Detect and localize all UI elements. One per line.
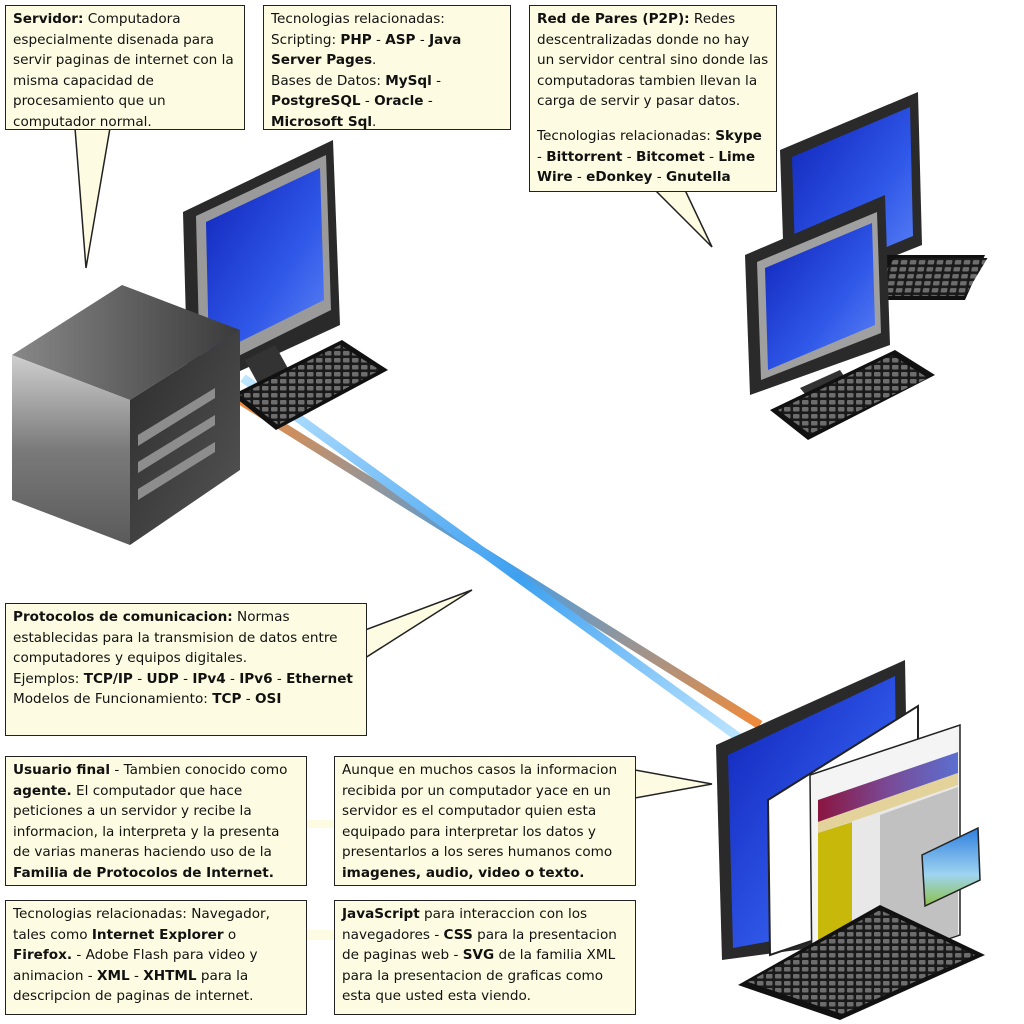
js-text-1: para interaccion con los navegadores - [342,906,588,943]
sep: - [622,148,636,165]
client-tech-text-1: Tecnologias relacionadas: Navegador, tal… [13,906,270,943]
tech-ie: Internet Explorer [91,926,224,943]
tech-xhtml: XHTML [143,967,197,984]
server-client-line-blue [240,374,748,746]
sep: - [241,691,255,708]
p2p-computers-icon [745,92,988,440]
tech-php: PHP [340,31,372,48]
p2p-title: Red de Pares (P2P): [537,11,690,27]
p2p-callout: Red de Pares (P2P): Redes descentralizad… [529,5,777,192]
models-label: Modelos de Funcionamiento: [13,691,213,708]
sep: - [415,31,430,48]
usuario-familia: Familia de Protocolos de Internet. [13,864,274,881]
tech-oracle: Oracle [374,93,424,110]
sep: - [704,148,719,165]
client-computer-icon [716,660,985,1020]
tech-bitcomet: Bitcomet [635,148,705,165]
sep: - [272,670,287,687]
aunque-media: imagenes, audio, video o texto. [342,864,585,881]
servidor-title: Servidor: [13,11,84,27]
tech-asp: ASP [385,31,416,48]
tech-bittorrent: Bittorrent [546,148,623,165]
sep: - [652,169,666,186]
connection-lines [237,374,828,746]
server-computer-icon [12,140,388,545]
tech-xml: XML [97,967,130,984]
tech-skype: Skype [715,127,762,144]
protocolos-text: Normas establecidas para la transmision … [13,609,338,667]
sep: - [129,967,144,984]
sep: - [360,93,375,110]
sep: - [132,670,147,687]
sep: - [178,670,193,687]
server-tech-intro: Tecnologias relacionadas: [271,11,445,27]
p2p-tech-label: Tecnologias relacionadas: [537,127,716,144]
or-text: o [223,926,237,943]
usuario-agente: agente. [13,782,72,799]
proto-tcpip: TCP/IP [83,670,133,687]
tech-css: CSS [443,926,473,943]
proto-udp: UDP [146,670,179,687]
tech-gnutella: Gnutella [665,169,731,186]
examples-label: Ejemplos: [13,670,84,687]
db-label: Bases de Datos: [271,72,386,89]
model-tcp: TCP [212,691,242,708]
usuario-title: Usuario final [13,762,111,778]
proto-ethernet: Ethernet [286,670,353,687]
sep: - [537,148,547,165]
proto-ipv4: IPv4 [192,670,226,687]
js-text-3: de la familia XML para la presentacion d… [342,947,616,1005]
client-tech-text-3: para la descripcion de paginas de intern… [13,967,254,1005]
protocolos-callout: Protocolos de comunicacion: Normas estab… [5,603,367,736]
client-tech-text-2: - Adobe Flash para video y animacion - [13,947,258,984]
sep: - [423,93,433,110]
tech-limewire: Lime Wire [537,148,756,186]
scripting-label: Scripting: [271,31,341,48]
tech-javascript: JavaScript [342,906,420,922]
protocolos-title: Protocolos de comunicacion: [13,609,233,625]
period: . [372,113,377,130]
aunque-callout: Aunque en muchos casos la informacion re… [334,756,636,886]
client-tech-callout: Tecnologias relacionadas: Navegador, tal… [5,900,307,1015]
p2p-text: Redes descentralizadas donde no hay un s… [537,11,769,110]
servidor-callout: Servidor: Computadora especialmente dise… [5,5,245,130]
sep: - [572,169,587,186]
js-text-2: para la presentacion de paginas web - [342,926,617,964]
tech-edonkey: eDonkey [586,169,653,186]
usuario-text-1: - Tambien conocido como [110,762,288,778]
tech-svg: SVG [462,947,495,964]
sep: - [431,72,442,89]
tech-jsp: Java Server Pages [271,31,462,69]
model-osi: OSI [255,691,282,708]
servidor-text: Computadora especialmente disenada para … [13,11,234,130]
tech-mysql: MySql [385,72,432,89]
usuario-text-2: El computador que hace peticiones a un s… [13,782,280,861]
proto-ipv6: IPv6 [239,670,273,687]
tech-mssql: Microsoft Sql [271,113,373,130]
server-tech-callout: Tecnologias relacionadas: Scripting: PHP… [263,5,511,130]
period: . [372,52,377,69]
tech-postgresql: PostgreSQL [271,93,361,110]
sep: - [225,670,240,687]
usuario-callout: Usuario final - Tambien conocido como ag… [5,756,307,886]
sep: - [371,31,386,48]
js-callout: JavaScript para interaccion con los nave… [334,900,636,1015]
tech-firefox: Firefox. [13,947,73,964]
aunque-text: Aunque en muchos casos la informacion re… [342,762,618,861]
